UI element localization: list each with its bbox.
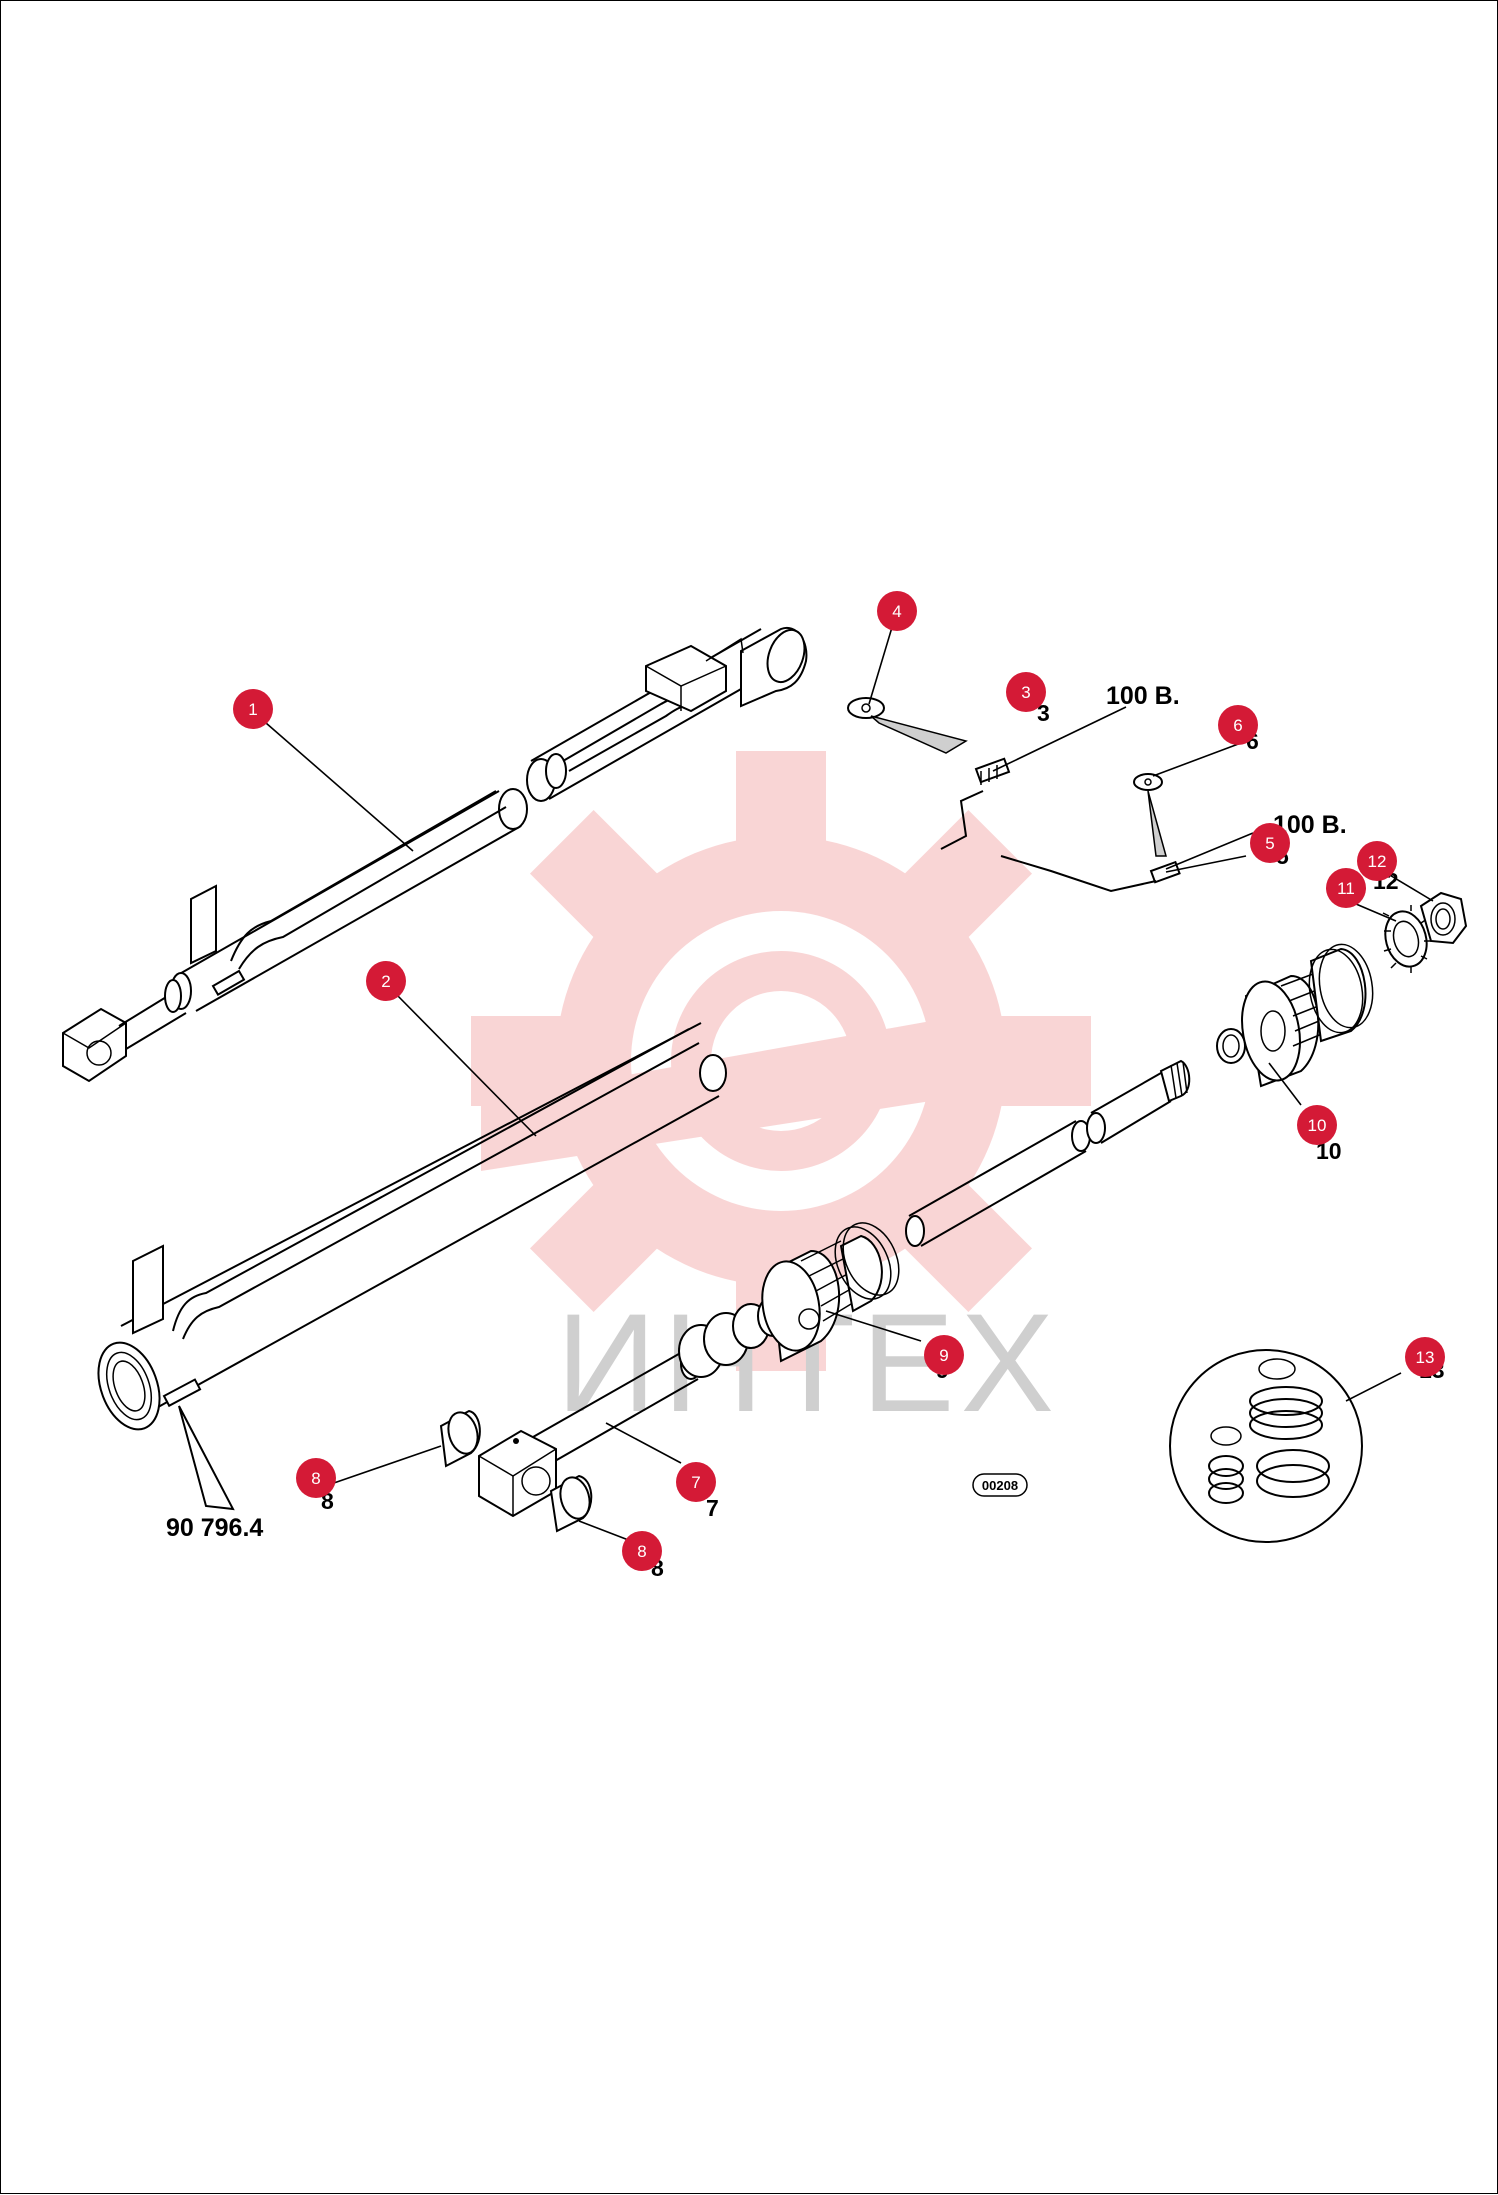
part-12-nut bbox=[1419, 891, 1468, 945]
part-1-upper-tube bbox=[62, 626, 808, 1083]
part-10-gland bbox=[1216, 943, 1374, 1088]
svg-text:1: 1 bbox=[248, 700, 257, 719]
part-6-flange bbox=[1133, 773, 1167, 857]
svg-text:11: 11 bbox=[1337, 879, 1355, 898]
svg-text:9: 9 bbox=[939, 1346, 948, 1365]
svg-text:3: 3 bbox=[1021, 683, 1030, 702]
callout-1[interactable]: 1 bbox=[233, 689, 273, 729]
callout-9[interactable]: 9 bbox=[924, 1335, 964, 1375]
code-tag: 00208 bbox=[972, 1473, 1028, 1497]
leader-lines bbox=[265, 623, 1434, 1542]
callout-3[interactable]: 3 bbox=[1006, 672, 1046, 712]
callout-5[interactable]: 5 bbox=[1250, 823, 1290, 863]
part-13-seal-kit bbox=[1169, 1349, 1363, 1543]
part-2-lower-tube bbox=[97, 1022, 727, 1511]
callout-13[interactable]: 13 bbox=[1405, 1337, 1445, 1377]
callout-6[interactable]: 6 bbox=[1218, 705, 1258, 745]
label-n7: 7 bbox=[706, 1495, 719, 1521]
part-8-bushing-left bbox=[439, 1409, 481, 1468]
svg-text:8: 8 bbox=[311, 1469, 320, 1488]
code-tag-text: 00208 bbox=[982, 1478, 1018, 1493]
svg-text:7: 7 bbox=[691, 1473, 700, 1492]
callout-8-right[interactable]: 8 bbox=[622, 1531, 662, 1571]
svg-text:8: 8 bbox=[637, 1542, 646, 1561]
part-3-fitting bbox=[940, 757, 1011, 850]
callout-11[interactable]: 11 bbox=[1326, 868, 1366, 908]
callout-12[interactable]: 12 bbox=[1357, 841, 1397, 881]
svg-text:6: 6 bbox=[1233, 716, 1242, 735]
label-n3: 3 bbox=[1037, 700, 1050, 726]
svg-text:12: 12 bbox=[1368, 852, 1387, 871]
callout-10[interactable]: 10 bbox=[1297, 1105, 1337, 1145]
part-9-piston bbox=[678, 1222, 900, 1378]
callout-4[interactable]: 4 bbox=[877, 591, 917, 631]
part-4-flange bbox=[847, 697, 968, 754]
label-100b-top: 100 B. bbox=[1106, 682, 1180, 710]
label-ref-number: 90 796.4 bbox=[166, 1514, 263, 1542]
svg-text:4: 4 bbox=[892, 602, 901, 621]
part-11-lock-washer bbox=[1382, 905, 1431, 973]
svg-text:2: 2 bbox=[381, 972, 390, 991]
svg-text:10: 10 bbox=[1308, 1116, 1327, 1135]
callout-2[interactable]: 2 bbox=[366, 961, 406, 1001]
callout-8-left[interactable]: 8 bbox=[296, 1458, 336, 1498]
rod-middle bbox=[905, 1120, 1091, 1247]
callout-7[interactable]: 7 bbox=[676, 1462, 716, 1502]
watermark-gear-icon bbox=[471, 751, 1091, 1371]
svg-text:5: 5 bbox=[1265, 834, 1274, 853]
rod-upper bbox=[1086, 1059, 1191, 1144]
part-8-bushing-right bbox=[549, 1474, 593, 1533]
svg-text:13: 13 bbox=[1416, 1348, 1435, 1367]
